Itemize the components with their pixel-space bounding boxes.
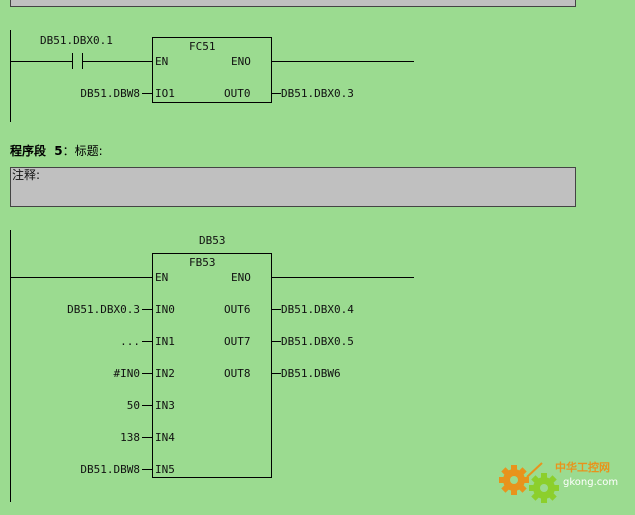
network-5-title[interactable]: 程序段 5：标题: <box>10 142 103 159</box>
fb53-input-pin: IN0 <box>155 303 175 316</box>
eno-wire <box>272 277 414 278</box>
input-wire <box>142 469 152 470</box>
fb53-input-operand[interactable]: 138 <box>120 431 140 444</box>
fb53-input-operand[interactable]: DB51.DBX0.3 <box>67 303 140 316</box>
gkong-watermark: 中华工控网 gkong.com <box>497 455 633 505</box>
rung-wire <box>83 61 152 62</box>
gear-logo-icon <box>499 462 559 503</box>
fc51-en-pin: EN <box>155 55 169 68</box>
network-number: 5 <box>54 144 63 158</box>
fc51-block-name: FC51 <box>189 40 216 53</box>
fb53-input-operand[interactable]: 50 <box>126 399 140 412</box>
rung-wire <box>10 277 152 278</box>
fc51-block[interactable] <box>152 37 272 103</box>
contact-right-bar[interactable] <box>82 53 83 69</box>
fb53-block-name: FB53 <box>189 256 216 269</box>
fb53-input-pin: IN3 <box>155 399 175 412</box>
fb53-input-pin: IN5 <box>155 463 175 476</box>
power-rail <box>10 30 11 122</box>
network-title-suffix: ：标题: <box>62 144 103 158</box>
contact-left-bar[interactable] <box>72 53 73 69</box>
fb53-output-operand[interactable]: DB51.DBX0.5 <box>281 335 354 348</box>
fb53-block[interactable] <box>152 253 272 478</box>
input-wire <box>142 373 152 374</box>
fb53-output-pin: OUT8 <box>224 367 251 380</box>
eno-wire <box>272 61 414 62</box>
fb53-output-pin: OUT6 <box>224 303 251 316</box>
fb53-en-pin: EN <box>155 271 169 284</box>
fb53-output-operand[interactable]: DB51.DBW6 <box>281 367 341 380</box>
fb53-input-pin: IN1 <box>155 335 175 348</box>
network-5-comment-box[interactable]: 注释: <box>10 167 576 207</box>
output-wire <box>272 373 281 374</box>
input-wire <box>142 309 152 310</box>
fc51-input-pin: IO1 <box>155 87 175 100</box>
comment-label: 注释: <box>12 168 41 182</box>
output-wire <box>272 309 281 310</box>
contact-label[interactable]: DB51.DBX0.1 <box>40 34 113 47</box>
fb53-output-operand[interactable]: DB51.DBX0.4 <box>281 303 354 316</box>
fc51-input-operand[interactable]: DB51.DBW8 <box>80 87 140 100</box>
output-wire <box>272 93 281 94</box>
fb53-input-pin: IN4 <box>155 431 175 444</box>
input-wire <box>142 437 152 438</box>
input-wire <box>142 341 152 342</box>
fb53-eno-pin: ENO <box>231 271 251 284</box>
fb53-output-pin: OUT7 <box>224 335 251 348</box>
fc51-eno-pin: ENO <box>231 55 251 68</box>
fb53-input-operand[interactable]: #IN0 <box>113 367 141 380</box>
instance-db-label[interactable]: DB53 <box>199 234 226 247</box>
input-wire <box>142 93 152 94</box>
watermark-site-name: 中华工控网 <box>555 461 610 474</box>
fc51-output-pin: OUT0 <box>224 87 251 100</box>
fb53-input-operand[interactable]: ... <box>120 335 140 348</box>
network-title-prefix: 程序段 <box>10 144 47 158</box>
power-rail <box>10 230 11 502</box>
watermark-domain: gkong.com <box>563 477 619 488</box>
fb53-input-operand[interactable]: DB51.DBW8 <box>80 463 140 476</box>
fb53-input-pin: IN2 <box>155 367 175 380</box>
rung-wire <box>10 61 72 62</box>
input-wire <box>142 405 152 406</box>
output-wire <box>272 341 281 342</box>
previous-comment-box[interactable] <box>10 0 576 7</box>
fc51-output-operand[interactable]: DB51.DBX0.3 <box>281 87 354 100</box>
